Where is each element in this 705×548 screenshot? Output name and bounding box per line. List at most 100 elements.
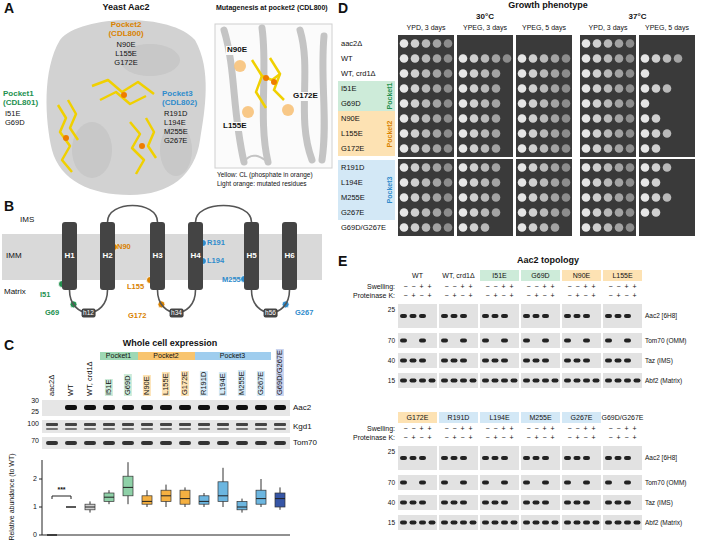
blot-strip bbox=[480, 475, 519, 490]
blot-band bbox=[492, 359, 499, 363]
mw-marker: 15 bbox=[388, 519, 395, 526]
blot-band bbox=[419, 379, 426, 383]
yeast-spot bbox=[411, 84, 420, 93]
yeast-spot bbox=[615, 208, 624, 217]
yeast-spot bbox=[400, 84, 409, 93]
blot-band bbox=[574, 456, 581, 460]
blot-band bbox=[441, 314, 448, 318]
blot-band bbox=[160, 441, 172, 445]
blot-band bbox=[460, 314, 467, 318]
panel-letter: B bbox=[4, 199, 14, 214]
yeast-spot bbox=[470, 193, 479, 202]
node-text: H5 bbox=[246, 252, 256, 260]
yeast-spot bbox=[551, 84, 560, 93]
yeast-spot bbox=[492, 99, 501, 108]
yeast-spot bbox=[481, 193, 490, 202]
blot-band bbox=[160, 405, 172, 410]
blot-strip bbox=[398, 475, 437, 490]
blot-band bbox=[634, 379, 641, 383]
yeast-spot bbox=[593, 99, 602, 108]
node-text: L194E bbox=[489, 414, 509, 421]
yeast-spot bbox=[444, 114, 453, 123]
loop-helix-label: h12 bbox=[81, 308, 96, 317]
yeast-spot bbox=[593, 178, 602, 187]
yeast-spot bbox=[481, 99, 490, 108]
blot-strip bbox=[398, 304, 437, 328]
yeast-spot bbox=[615, 84, 624, 93]
yeast-spot bbox=[641, 163, 650, 172]
blot-strip bbox=[521, 333, 560, 348]
strain-box: N90E bbox=[562, 270, 601, 281]
box bbox=[237, 501, 247, 509]
blot-band bbox=[460, 501, 467, 505]
medium-label: YPEG, 5 days bbox=[645, 24, 689, 32]
yeast-spot bbox=[492, 84, 501, 93]
yeast-spot bbox=[411, 69, 420, 78]
yeast-spot bbox=[411, 193, 420, 202]
yeast-spot bbox=[433, 208, 442, 217]
panel-title: Aac2 topology bbox=[517, 256, 579, 266]
blot-band bbox=[122, 423, 134, 426]
strain-label: G172E bbox=[341, 144, 364, 152]
phosphate-dot bbox=[271, 79, 277, 85]
axis-line bbox=[42, 535, 290, 536]
lane-label: aac2Δ bbox=[48, 375, 56, 396]
yeast-spot bbox=[604, 193, 613, 202]
blot-strip bbox=[562, 446, 601, 470]
cardiolipin-stick bbox=[68, 100, 78, 140]
protein-label: Aac2 [6H8] bbox=[645, 454, 677, 461]
yeast-spot bbox=[459, 69, 468, 78]
blot-band bbox=[160, 423, 172, 426]
yeast-spot bbox=[540, 114, 549, 123]
yeast-spot bbox=[562, 114, 571, 123]
coil bbox=[244, 156, 268, 162]
mw-marker: 25 bbox=[388, 448, 395, 455]
blot-band bbox=[523, 314, 530, 318]
node-text: H2 bbox=[102, 252, 112, 260]
yeast-spot bbox=[641, 69, 650, 78]
agar-plate bbox=[639, 35, 695, 157]
loop-connector bbox=[108, 206, 158, 223]
axis-tick bbox=[39, 535, 42, 536]
yeast-spot bbox=[400, 39, 409, 48]
helix-box: H2 bbox=[100, 222, 115, 290]
yeast-spot bbox=[518, 69, 527, 78]
blot-band bbox=[542, 456, 549, 460]
yeast-spot bbox=[529, 69, 538, 78]
blot-band bbox=[122, 441, 134, 445]
median-line bbox=[104, 497, 114, 498]
blot-band bbox=[217, 405, 229, 410]
median-line bbox=[256, 498, 266, 499]
sign-row: − + − + bbox=[444, 292, 472, 300]
yeast-spot bbox=[663, 193, 672, 202]
yeast-spot bbox=[492, 193, 501, 202]
blot-strip bbox=[398, 515, 437, 530]
yeast-spot bbox=[411, 144, 420, 153]
yeast-spot bbox=[529, 144, 538, 153]
blot-band bbox=[615, 501, 622, 505]
blot-band bbox=[179, 423, 191, 426]
yeast-spot bbox=[529, 193, 538, 202]
blot-strip bbox=[398, 495, 437, 510]
blot-strip bbox=[480, 495, 519, 510]
blot-strip bbox=[42, 437, 290, 449]
sign-row: − + − + bbox=[567, 434, 595, 442]
protein-label: Aac2 bbox=[293, 404, 311, 413]
yeast-spot bbox=[411, 129, 420, 138]
blot-band bbox=[400, 521, 407, 525]
mw-marker: 15 bbox=[388, 377, 395, 384]
yeast-spot bbox=[444, 69, 453, 78]
yeast-spot bbox=[481, 208, 490, 217]
blot-strip bbox=[562, 353, 601, 368]
mw-marker: 100 bbox=[27, 420, 39, 428]
yeast-spot bbox=[400, 69, 409, 78]
node-text: G267E bbox=[571, 414, 593, 421]
blot-band bbox=[501, 339, 508, 343]
helix-box: H4 bbox=[188, 222, 203, 290]
blot-band bbox=[624, 456, 631, 460]
yeast-spot bbox=[422, 163, 431, 172]
yeast-spot bbox=[641, 99, 650, 108]
blot-band bbox=[583, 339, 590, 343]
blot-band bbox=[65, 441, 77, 445]
yeast-spot bbox=[615, 54, 624, 63]
